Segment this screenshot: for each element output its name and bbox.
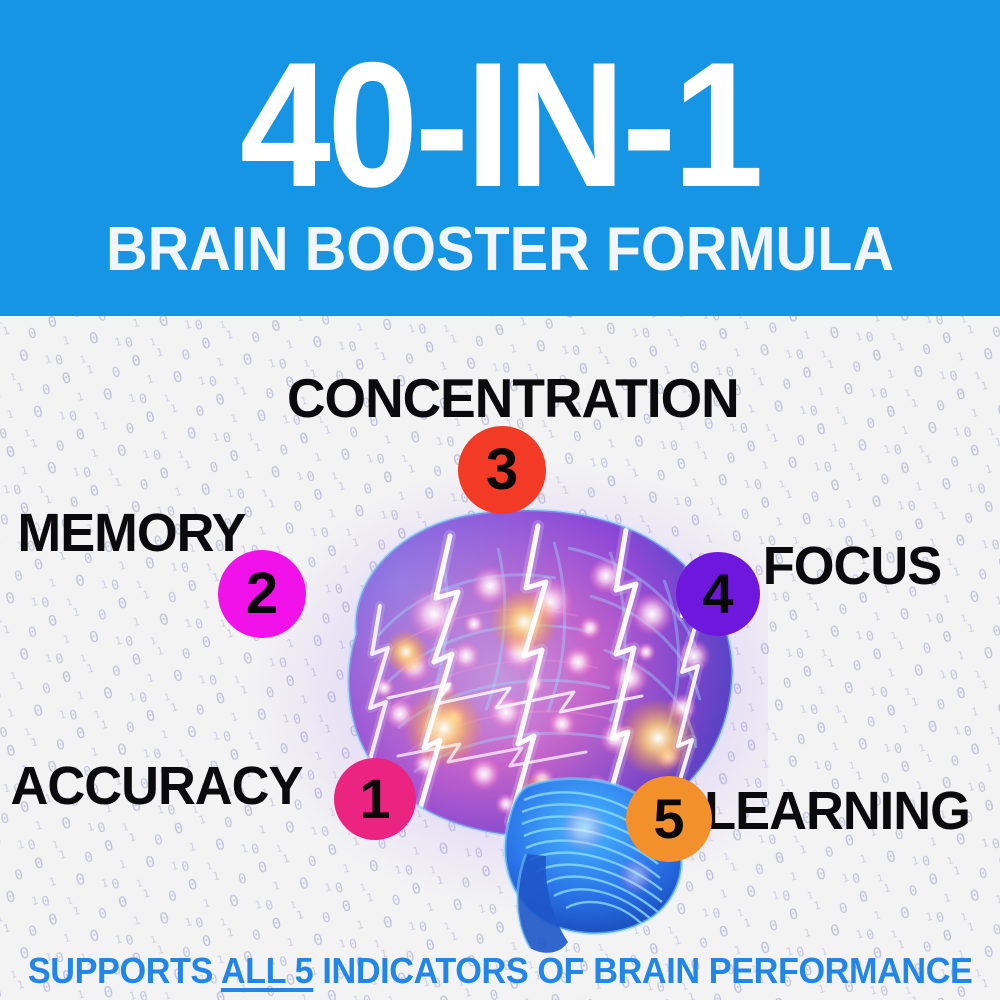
indicator-badge-4: 4 <box>676 552 760 636</box>
footer-suffix: INDICATORS OF BRAIN PERFORMANCE <box>313 950 973 991</box>
page-subtitle: BRAIN BOOSTER FORMULA <box>105 215 894 284</box>
indicator-badge-2: 2 <box>218 550 306 638</box>
indicator-badge-5: 5 <box>626 776 712 862</box>
indicator-label-accuracy: ACCURACY <box>10 756 304 816</box>
indicator-label-memory: MEMORY <box>17 503 247 563</box>
footer-strapline: SUPPORTS ALL 5 INDICATORS OF BRAIN PERFO… <box>0 951 1000 991</box>
header-banner: 40-IN-1 BRAIN BOOSTER FORMULA <box>0 0 1000 316</box>
footer-prefix: SUPPORTS <box>27 950 221 991</box>
footer-text: SUPPORTS ALL 5 INDICATORS OF BRAIN PERFO… <box>28 951 973 991</box>
indicator-label-focus: FOCUS <box>762 536 942 596</box>
brain-illustration <box>238 456 768 956</box>
footer-emphasis: ALL 5 <box>220 950 314 991</box>
indicator-label-concentration: CONCENTRATION <box>286 367 740 429</box>
indicator-badge-3: 3 <box>458 426 546 514</box>
indicator-badge-1: 1 <box>334 758 416 840</box>
page-title: 40-IN-1 <box>239 25 764 224</box>
content-area: 0 1 0 1 0 1 0 1 <box>0 316 1000 1000</box>
indicator-label-learning: LEARNING <box>704 781 971 841</box>
